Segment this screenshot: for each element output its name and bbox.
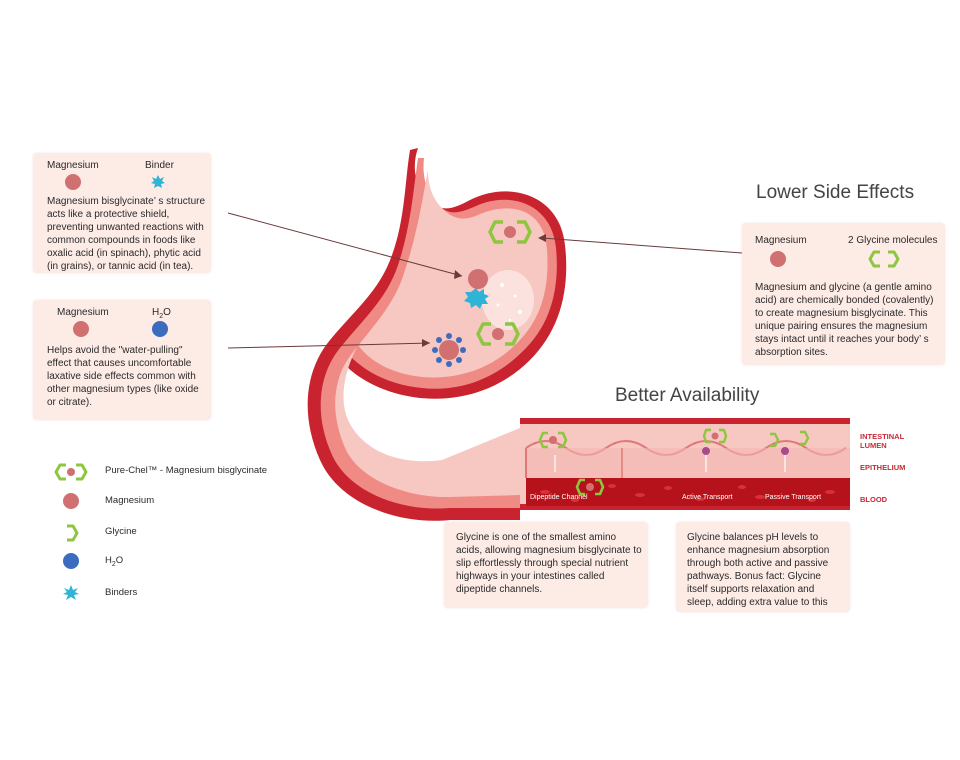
magnesium-icon [65, 174, 81, 190]
dipeptide-channel-label: Dipeptide Channel [530, 494, 588, 501]
blood-label: BLOOD [860, 495, 888, 504]
intestine-molecules [538, 428, 810, 496]
binder-card-text: Magnesium bisglycinate’ s structure acts… [47, 196, 206, 272]
legend-label: Magnesium [105, 495, 155, 506]
legend-label: H2O [105, 555, 124, 568]
dipeptide-card-text: Glycine is one of the smallest amino aci… [456, 532, 642, 595]
pure-chel-icon [54, 463, 88, 481]
glycine-card: Magnesium 2 Glycine molecules Magnesium … [742, 223, 945, 365]
legend-label: Glycine [105, 526, 137, 537]
h2o-icon [152, 321, 168, 337]
ph-card: Glycine balances pH levels to enhance ma… [676, 522, 850, 612]
magnesium-icon [73, 321, 89, 337]
water-card: Magnesium H2O Helps avoid the "water-pul… [33, 300, 211, 420]
magnesium-label: Magnesium [755, 235, 807, 246]
binder-card: Magnesium Binder Magnesium bisglycinate’… [33, 153, 211, 273]
binder-icon [151, 175, 165, 188]
h2o-icon [63, 553, 79, 569]
magnesium-icon [770, 251, 786, 267]
lower-side-effects-heading: Lower Side Effects [756, 182, 915, 203]
epithelium-label: EPITHELIUM [860, 463, 906, 472]
binder-icon [63, 585, 79, 600]
glycine-icon [67, 524, 79, 542]
h2o-label: H2O [152, 307, 171, 320]
passive-transport-label: Passive Transport [765, 494, 822, 501]
glycine-card-text: Magnesium and glycine (a gentle amino ac… [755, 282, 934, 358]
legend-label: Binders [105, 587, 138, 598]
dipeptide-card: Glycine is one of the smallest amino aci… [444, 522, 648, 608]
water-card-text: Helps avoid the "water-pulling" effect t… [47, 345, 199, 408]
legend-label: Pure-Chel™ - Magnesium bisglycinate [105, 465, 268, 476]
magnesium-label: Magnesium [47, 160, 99, 171]
glycine-molecules-label: 2 Glycine molecules [848, 235, 938, 246]
better-availability-heading: Better Availability [615, 385, 760, 406]
magnesium-label: Magnesium [57, 307, 109, 318]
stomach-molecules [432, 220, 532, 367]
ph-card-text: Glycine balances pH levels to enhance ma… [687, 532, 830, 608]
active-transport-label: Active Transport [682, 494, 733, 501]
glycine-icon [868, 250, 900, 268]
pointer-lines [227, 212, 743, 349]
magnesium-icon [63, 493, 79, 509]
intestine [520, 418, 850, 510]
binder-label: Binder [145, 160, 174, 171]
